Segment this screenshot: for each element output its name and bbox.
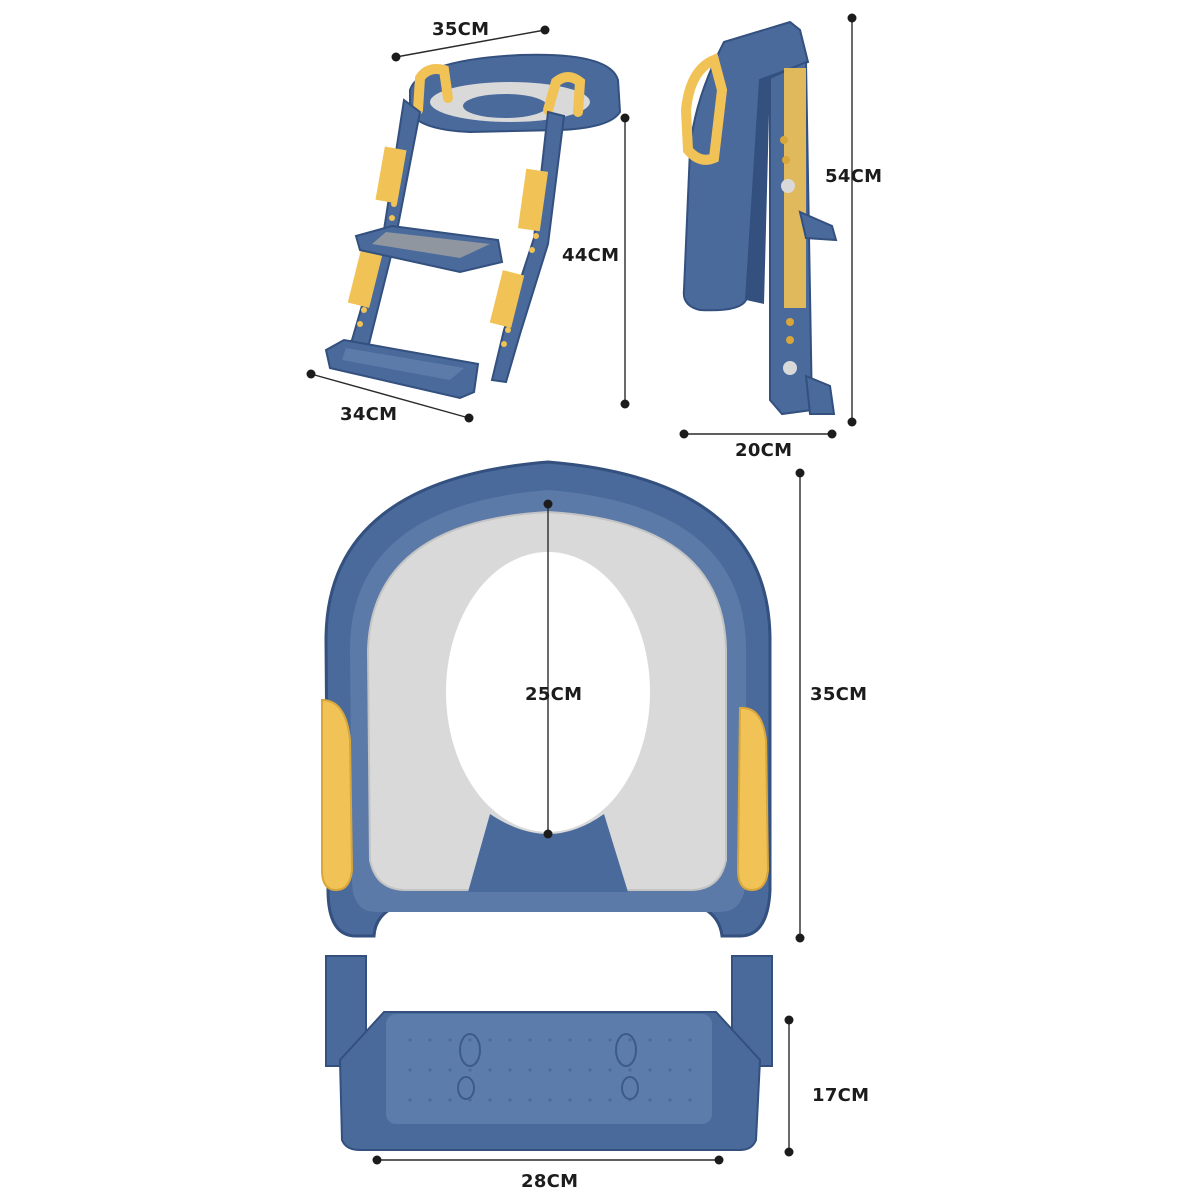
dim-dot: [391, 52, 401, 62]
label-side-height: 54CM: [825, 166, 882, 187]
dim-dot: [372, 1155, 382, 1165]
label-seat-length: 35CM: [810, 684, 867, 705]
dim-dot: [847, 13, 857, 23]
dim-dot: [543, 829, 553, 839]
dim-dot: [847, 417, 857, 427]
dim-dot: [306, 369, 316, 379]
label-step-height: 17CM: [812, 1085, 869, 1106]
dim-line-front-bottom: [310, 373, 470, 419]
dim-line-front-top: [395, 29, 546, 58]
label-side-depth: 20CM: [735, 440, 792, 461]
dim-dot: [784, 1147, 794, 1157]
dim-dot: [827, 429, 837, 439]
dim-dot: [464, 413, 474, 423]
dimension-lines: [306, 13, 857, 1165]
dim-dot: [795, 468, 805, 478]
step-front-view: [325, 955, 773, 1151]
dim-dot: [795, 933, 805, 943]
dim-dot: [620, 113, 630, 123]
dim-dot: [714, 1155, 724, 1165]
label-step-width: 28CM: [521, 1171, 578, 1192]
dim-dot: [620, 399, 630, 409]
dimension-labels: 35CM 34CM 44CM 54CM 20CM 35CM 25CM 17CM …: [340, 19, 882, 1192]
ladder-front-view: [324, 53, 622, 400]
dim-dot: [543, 499, 553, 509]
dim-dot: [679, 429, 689, 439]
dim-dot: [784, 1015, 794, 1025]
label-seat-opening: 25CM: [525, 684, 582, 705]
ladder-side-view: [680, 20, 838, 416]
label-front-height: 44CM: [562, 245, 619, 266]
label-front-width-top: 35CM: [432, 19, 489, 40]
label-front-width-bottom: 34CM: [340, 404, 397, 425]
dim-dot: [540, 25, 550, 35]
